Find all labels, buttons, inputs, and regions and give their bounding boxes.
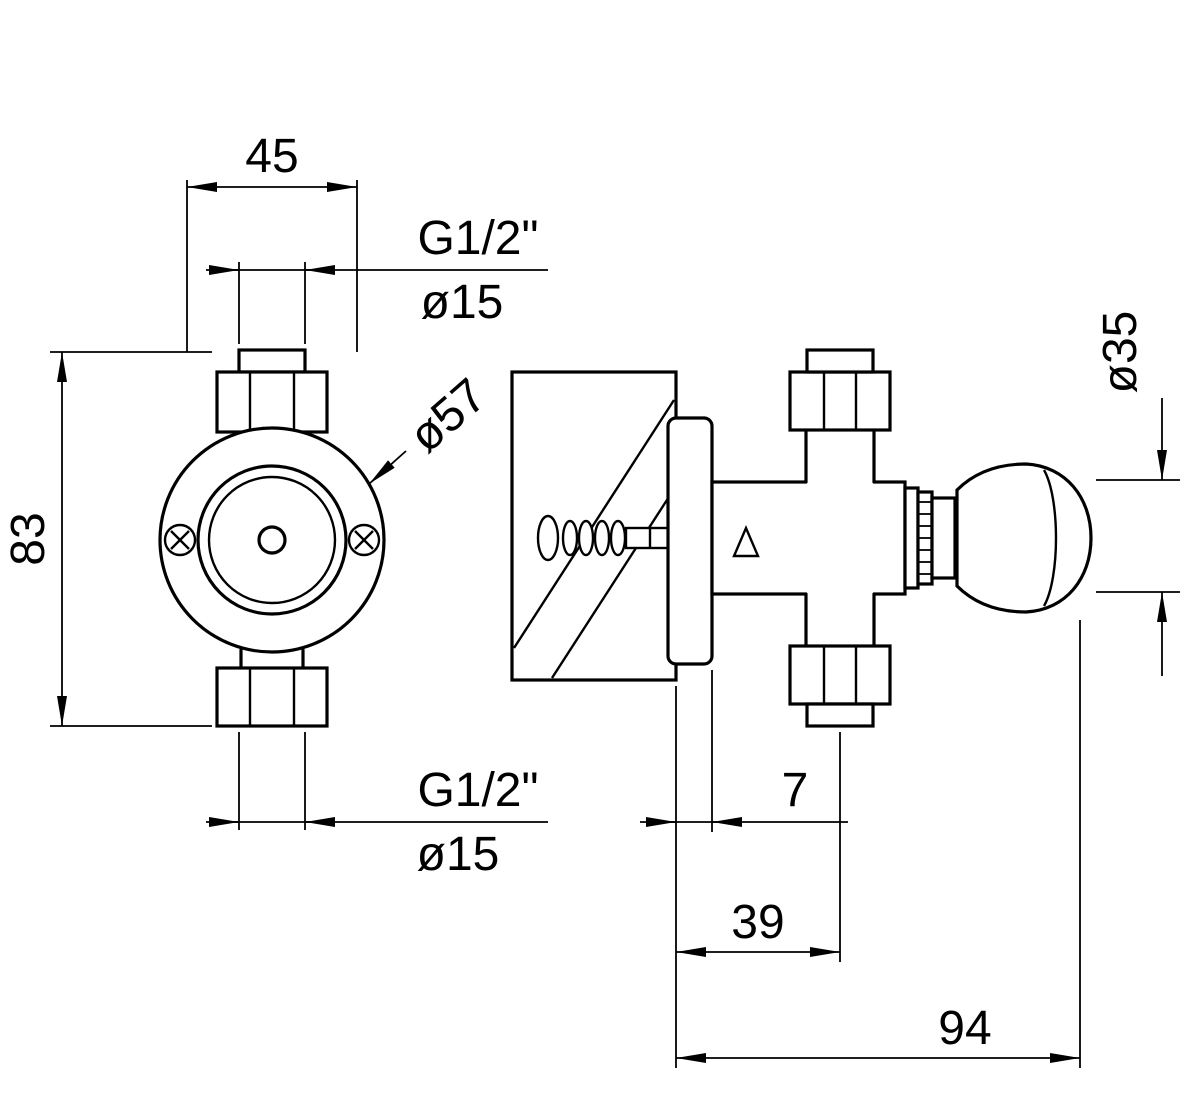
knob xyxy=(955,462,1093,614)
wall-section xyxy=(510,370,678,682)
side-bottom-outlet-fitting xyxy=(788,592,892,728)
screw-head xyxy=(536,514,560,562)
dim-83: 83 xyxy=(2,351,212,727)
front-bottom-outlet-fitting xyxy=(215,648,329,728)
right-screw xyxy=(347,523,381,557)
bottom-hex-nut xyxy=(788,644,892,706)
body-outline xyxy=(710,480,907,596)
neck-fill xyxy=(806,432,874,484)
wall-flange-plate xyxy=(666,416,714,666)
dim-45-label: 45 xyxy=(245,130,298,183)
left-screw xyxy=(163,523,197,557)
pipe-dia-top-label: ø15 xyxy=(421,276,504,329)
bottom-hex-nut xyxy=(215,666,329,728)
dim-dia57: ø57 xyxy=(368,369,497,485)
neck-fill xyxy=(806,592,874,644)
wall-hatch-line xyxy=(550,485,678,679)
bonnet-rings xyxy=(903,486,957,590)
dim-83-label: 83 xyxy=(2,512,55,565)
knob-face-arc xyxy=(1042,469,1058,607)
dim-39: 39 xyxy=(676,732,841,962)
cap-inner-circle xyxy=(207,475,337,605)
top-hex-nut xyxy=(215,370,329,434)
dim-g12-top: G1/2" ø15 xyxy=(206,212,548,344)
dim-39-label: 39 xyxy=(731,896,784,949)
bonnet-ring xyxy=(930,496,957,580)
screw-head-circle xyxy=(347,523,381,557)
knob-outline xyxy=(955,462,1093,614)
bonnet-ring xyxy=(903,486,920,590)
side-view xyxy=(510,348,1093,728)
center-hole xyxy=(257,525,287,555)
screw-cross-line xyxy=(170,530,190,550)
front-view xyxy=(158,348,386,728)
dim-7-label: 7 xyxy=(782,764,809,817)
pipe-dia-bottom-label: ø15 xyxy=(417,828,500,881)
side-valve-body xyxy=(710,480,907,596)
flange-outer-circle xyxy=(158,426,386,654)
screw-cross-line xyxy=(354,530,374,550)
front-valve-body xyxy=(158,426,386,654)
body-dia-label: ø57 xyxy=(399,369,496,463)
knurl-lines xyxy=(919,501,931,575)
wall-fixing-screw xyxy=(536,514,674,562)
top-pipe-stub xyxy=(805,348,875,374)
screw-thread-bead xyxy=(577,519,595,557)
screw-thread-bead xyxy=(561,519,579,557)
top-pipe-stub xyxy=(237,348,307,374)
screw-thread-bead xyxy=(593,519,611,557)
screw-head-circle xyxy=(163,523,197,557)
top-hex-nut xyxy=(788,370,892,432)
dim-7: 7 xyxy=(640,670,848,1068)
leader-line xyxy=(368,450,407,485)
wall-hatch-line xyxy=(512,399,676,649)
thread-top-label: G1/2" xyxy=(417,212,538,265)
front-top-inlet-fitting xyxy=(215,348,329,434)
bottom-pipe-stub xyxy=(805,702,875,728)
knob-dia-label: ø35 xyxy=(1094,311,1147,394)
thread-bottom-label: G1/2" xyxy=(417,764,538,817)
dim-g12-bottom: G1/2" ø15 xyxy=(206,732,548,881)
dim-dia35: ø35 xyxy=(1094,311,1180,676)
dim-45: 45 xyxy=(186,130,358,352)
flow-direction-mark xyxy=(732,524,760,558)
dim-94: 94 xyxy=(676,620,1081,1068)
screw-thread-bead xyxy=(609,519,627,557)
side-top-inlet-fitting xyxy=(788,348,892,484)
dim-94-label: 94 xyxy=(938,1002,991,1055)
cap-outer-circle xyxy=(196,464,348,616)
